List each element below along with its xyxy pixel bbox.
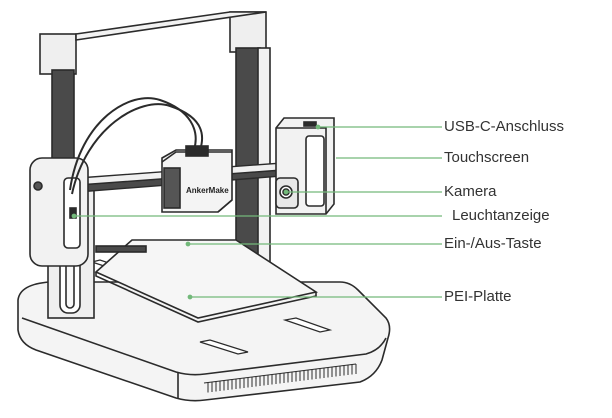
label-touchscreen: Touchscreen [444,149,530,166]
base-grille [203,363,357,393]
brand-text: AnkerMake [186,186,229,195]
left-housing [29,157,89,267]
build-plate [94,239,319,323]
label-kamera: Kamera [444,183,497,200]
leader-lines [71,124,442,300]
print-head: AnkerMake [161,145,233,213]
camera [275,177,299,209]
gantry-frame [39,11,271,269]
cables [69,97,204,195]
label-ein-aus-taste: Ein-/Aus-Taste [444,235,542,252]
label-leuchtanzeige: Leuchtanzeige [452,207,550,224]
label-usb-c: USB-C-Anschluss [444,118,565,135]
label-pei-platte: PEI-Platte [444,288,512,305]
